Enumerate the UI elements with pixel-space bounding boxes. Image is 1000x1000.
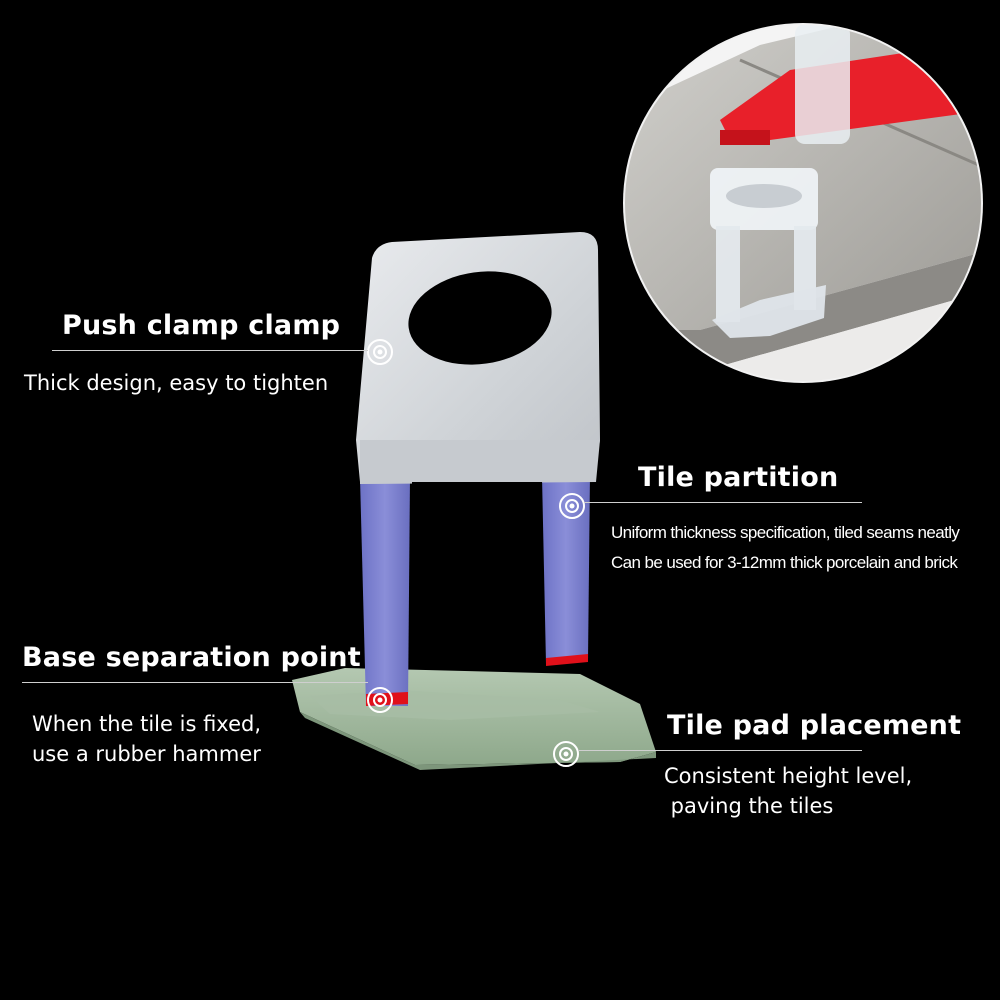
clamp-hole — [408, 271, 552, 365]
separation-mark-right — [546, 654, 588, 666]
base-description: When the tile is fixed, use a rubber ham… — [32, 709, 261, 769]
clamp-marker — [367, 339, 393, 365]
pad-title: Tile pad placement — [667, 710, 962, 741]
base-rule — [22, 682, 368, 683]
partition-marker — [559, 493, 585, 519]
base-pad — [292, 668, 656, 770]
base-title: Base separation point — [22, 642, 361, 673]
partition-rule — [584, 502, 862, 503]
clamp-description: Thick design, easy to tighten — [24, 368, 328, 398]
partition-description: Uniform thickness specification, tiled s… — [611, 518, 960, 578]
base-marker — [367, 687, 393, 713]
partition-title: Tile partition — [638, 462, 839, 493]
partition-description-line: Can be used for 3-12mm thick porcelain a… — [611, 553, 958, 572]
pad-description-line: Consistent height level, — [664, 764, 913, 788]
pad-description-line: paving the tiles — [664, 794, 834, 818]
inset-photo — [623, 23, 983, 383]
clamp-title: Push clamp clamp — [62, 310, 341, 341]
base-description-line: When the tile is fixed, — [32, 712, 262, 736]
separation-mark-left — [366, 692, 408, 706]
clamp-head — [356, 232, 600, 662]
partition-description-line: Uniform thickness specification, tiled s… — [611, 523, 960, 542]
clamp-rule — [52, 350, 368, 351]
pad-marker — [553, 741, 579, 767]
clamp-description-line: Thick design, easy to tighten — [24, 371, 329, 395]
pad-description: Consistent height level, paving the tile… — [664, 761, 912, 821]
base-description-line: use a rubber hammer — [32, 742, 261, 766]
pad-rule — [578, 750, 862, 751]
